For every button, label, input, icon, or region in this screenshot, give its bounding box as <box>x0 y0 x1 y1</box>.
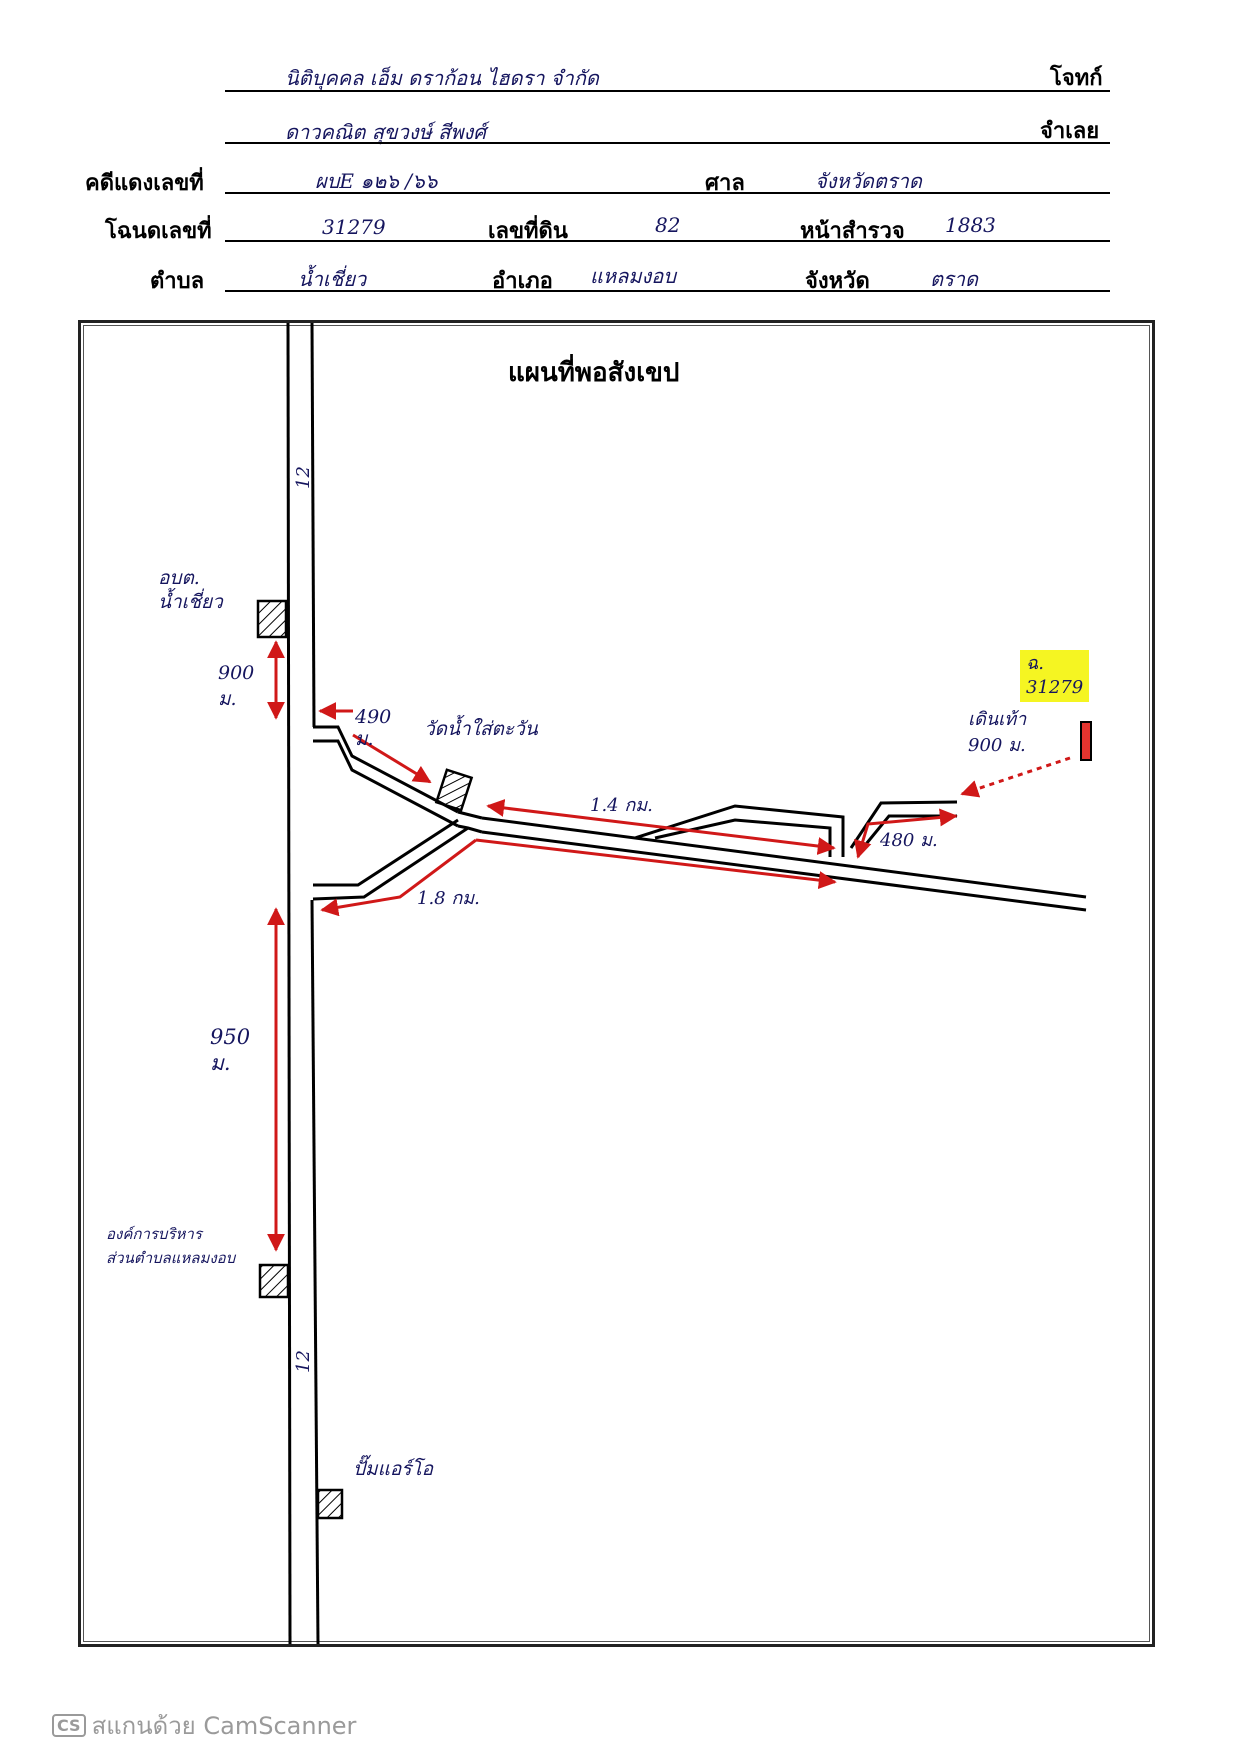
subdistrict-line <box>225 290 1110 292</box>
district-value: แหลมงอบ <box>590 264 676 288</box>
road-label-bottom: 12 <box>292 1350 314 1373</box>
defendant-value: ดาวคณิต สุขวงษ์ สีพงศ์ <box>285 120 486 144</box>
survey-value: 1883 <box>945 213 996 237</box>
arrow-490m-right <box>352 733 432 784</box>
highway-12 <box>286 322 320 1645</box>
landmark-temple-label: วัดน้ำใส่ตะวัน <box>424 718 538 740</box>
case-label: คดีแดงเลขที่ <box>85 171 204 196</box>
landmark-temple-box <box>434 768 474 812</box>
court-label: ศาล <box>705 171 745 196</box>
distance-950m: 950 ม. <box>210 1025 251 1075</box>
subdistrict-label: ตำบล <box>150 269 205 294</box>
plaintiff-value: นิติบุคคล เอ็ม ดราก้อน ไฮดรา จำกัด <box>285 66 599 90</box>
case-line <box>225 192 1110 194</box>
court-value: จังหวัดตราด <box>815 169 922 193</box>
lower-branch-north <box>313 818 459 887</box>
camscanner-logo-icon: CS <box>52 1714 86 1737</box>
camscanner-text: สแกนด้วย CamScanner <box>91 1712 357 1740</box>
landmark-pump-label: ปั๊มแอร์โอ <box>353 1458 434 1480</box>
landmark-bottom-box <box>258 1263 290 1299</box>
map-frame <box>78 320 1155 1647</box>
lower-branch-south <box>312 826 469 901</box>
target-plot <box>1080 721 1092 761</box>
upper-branch-south <box>313 739 459 828</box>
land-no-value: 82 <box>655 213 681 237</box>
land-no-label: เลขที่ดิน <box>488 219 568 244</box>
deed-label: โฉนดเลขที่ <box>105 219 212 244</box>
landmark-bottom-label: องค์การบริหาร ส่วนตำบลแหลมงอบ <box>106 1225 236 1267</box>
distance-900m: 900 ม. <box>218 662 255 710</box>
walk-label: เดินเท้า 900 ม. <box>968 709 1027 756</box>
camscanner-footer: CS สแกนด้วย CamScanner <box>52 1706 356 1745</box>
arrow-480m <box>854 808 958 859</box>
highway-12-west-edge <box>286 322 292 1645</box>
target-plot-label: ฉ. 31279 <box>1020 650 1090 702</box>
arrow-walk-dashed <box>960 756 1071 798</box>
plaintiff-label: โจทก์ <box>1050 66 1103 91</box>
distance-arrows <box>267 640 1071 1252</box>
deed-value: 31279 <box>322 215 386 239</box>
arrow-1-8km-left <box>320 838 477 917</box>
map-frame-inner <box>83 325 1150 1642</box>
plaintiff-line <box>225 90 1110 92</box>
main-road-south <box>481 830 1087 912</box>
spur-loop-north <box>634 804 845 857</box>
province-value: ตราด <box>930 267 978 291</box>
arrow-1-8km-right <box>475 838 837 890</box>
subdistrict-value: น้ำเชี่ยว <box>298 267 367 291</box>
map-title: แผนที่พอสังเขป <box>508 358 680 388</box>
distance-1-4km: 1.4 กม. <box>590 795 653 816</box>
defendant-label: จำเลย <box>1040 119 1100 144</box>
distance-480m: 480 ม. <box>880 830 938 851</box>
junction-north <box>457 810 483 820</box>
province-label: จังหวัด <box>805 269 870 294</box>
upper-branch-north <box>313 725 459 814</box>
distance-490m: 490 ม. <box>355 706 392 750</box>
main-road-north <box>481 816 1087 899</box>
landmark-pump-box <box>316 1488 344 1520</box>
case-value: ผบE ๑๒๖ /๖๖ <box>315 169 438 193</box>
highway-12-east-edge-bottom <box>310 899 320 1645</box>
landmark-top-label: อบต. น้ำเชี่ยว <box>158 567 223 613</box>
survey-label: หน้าสำรวจ <box>800 219 905 244</box>
district-label: อำเภอ <box>492 269 553 294</box>
arrow-1-4km <box>486 799 836 855</box>
junction-south <box>457 824 483 834</box>
distance-1-8km: 1.8 กม. <box>417 888 480 909</box>
landmark-top-box <box>256 599 288 639</box>
highway-12-east-edge-top <box>310 322 316 728</box>
defendant-line <box>225 142 1110 144</box>
deed-line <box>225 240 1110 242</box>
road-label-top: 12 <box>292 466 314 489</box>
